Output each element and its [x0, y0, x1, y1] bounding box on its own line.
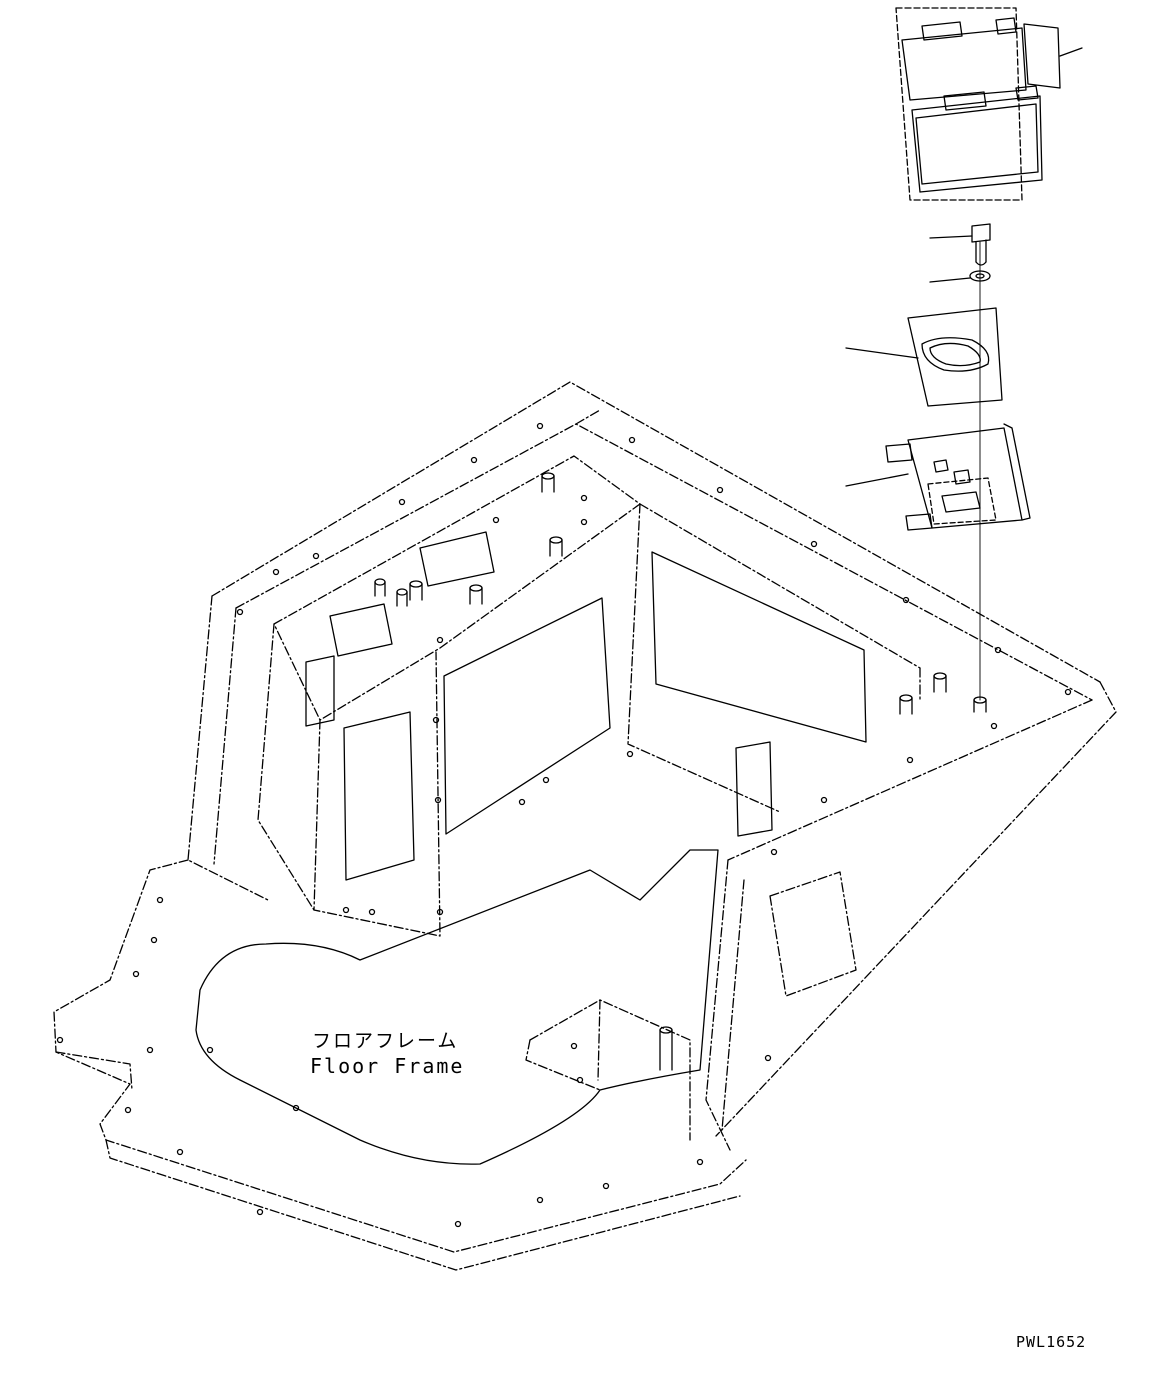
rubber-pad-icon: [845, 307, 1003, 407]
frame-holes: [56, 422, 1072, 1228]
floor-opening: [195, 849, 719, 1165]
battery-bracket-icon: [845, 423, 1031, 531]
frame-panels: [305, 531, 867, 881]
mounting-bosses: [374, 472, 987, 1071]
washer-icon: [929, 270, 991, 283]
floor-frame-label-ja: フロアフレーム: [312, 1030, 459, 1052]
floor-frame-label-en: Floor Frame: [310, 1054, 465, 1078]
bolt-icon: [929, 223, 991, 266]
drawing-code: PWL1652: [1016, 1333, 1087, 1351]
battery-icon: [895, 7, 1083, 201]
floor-frame-icon: [53, 381, 1117, 1271]
